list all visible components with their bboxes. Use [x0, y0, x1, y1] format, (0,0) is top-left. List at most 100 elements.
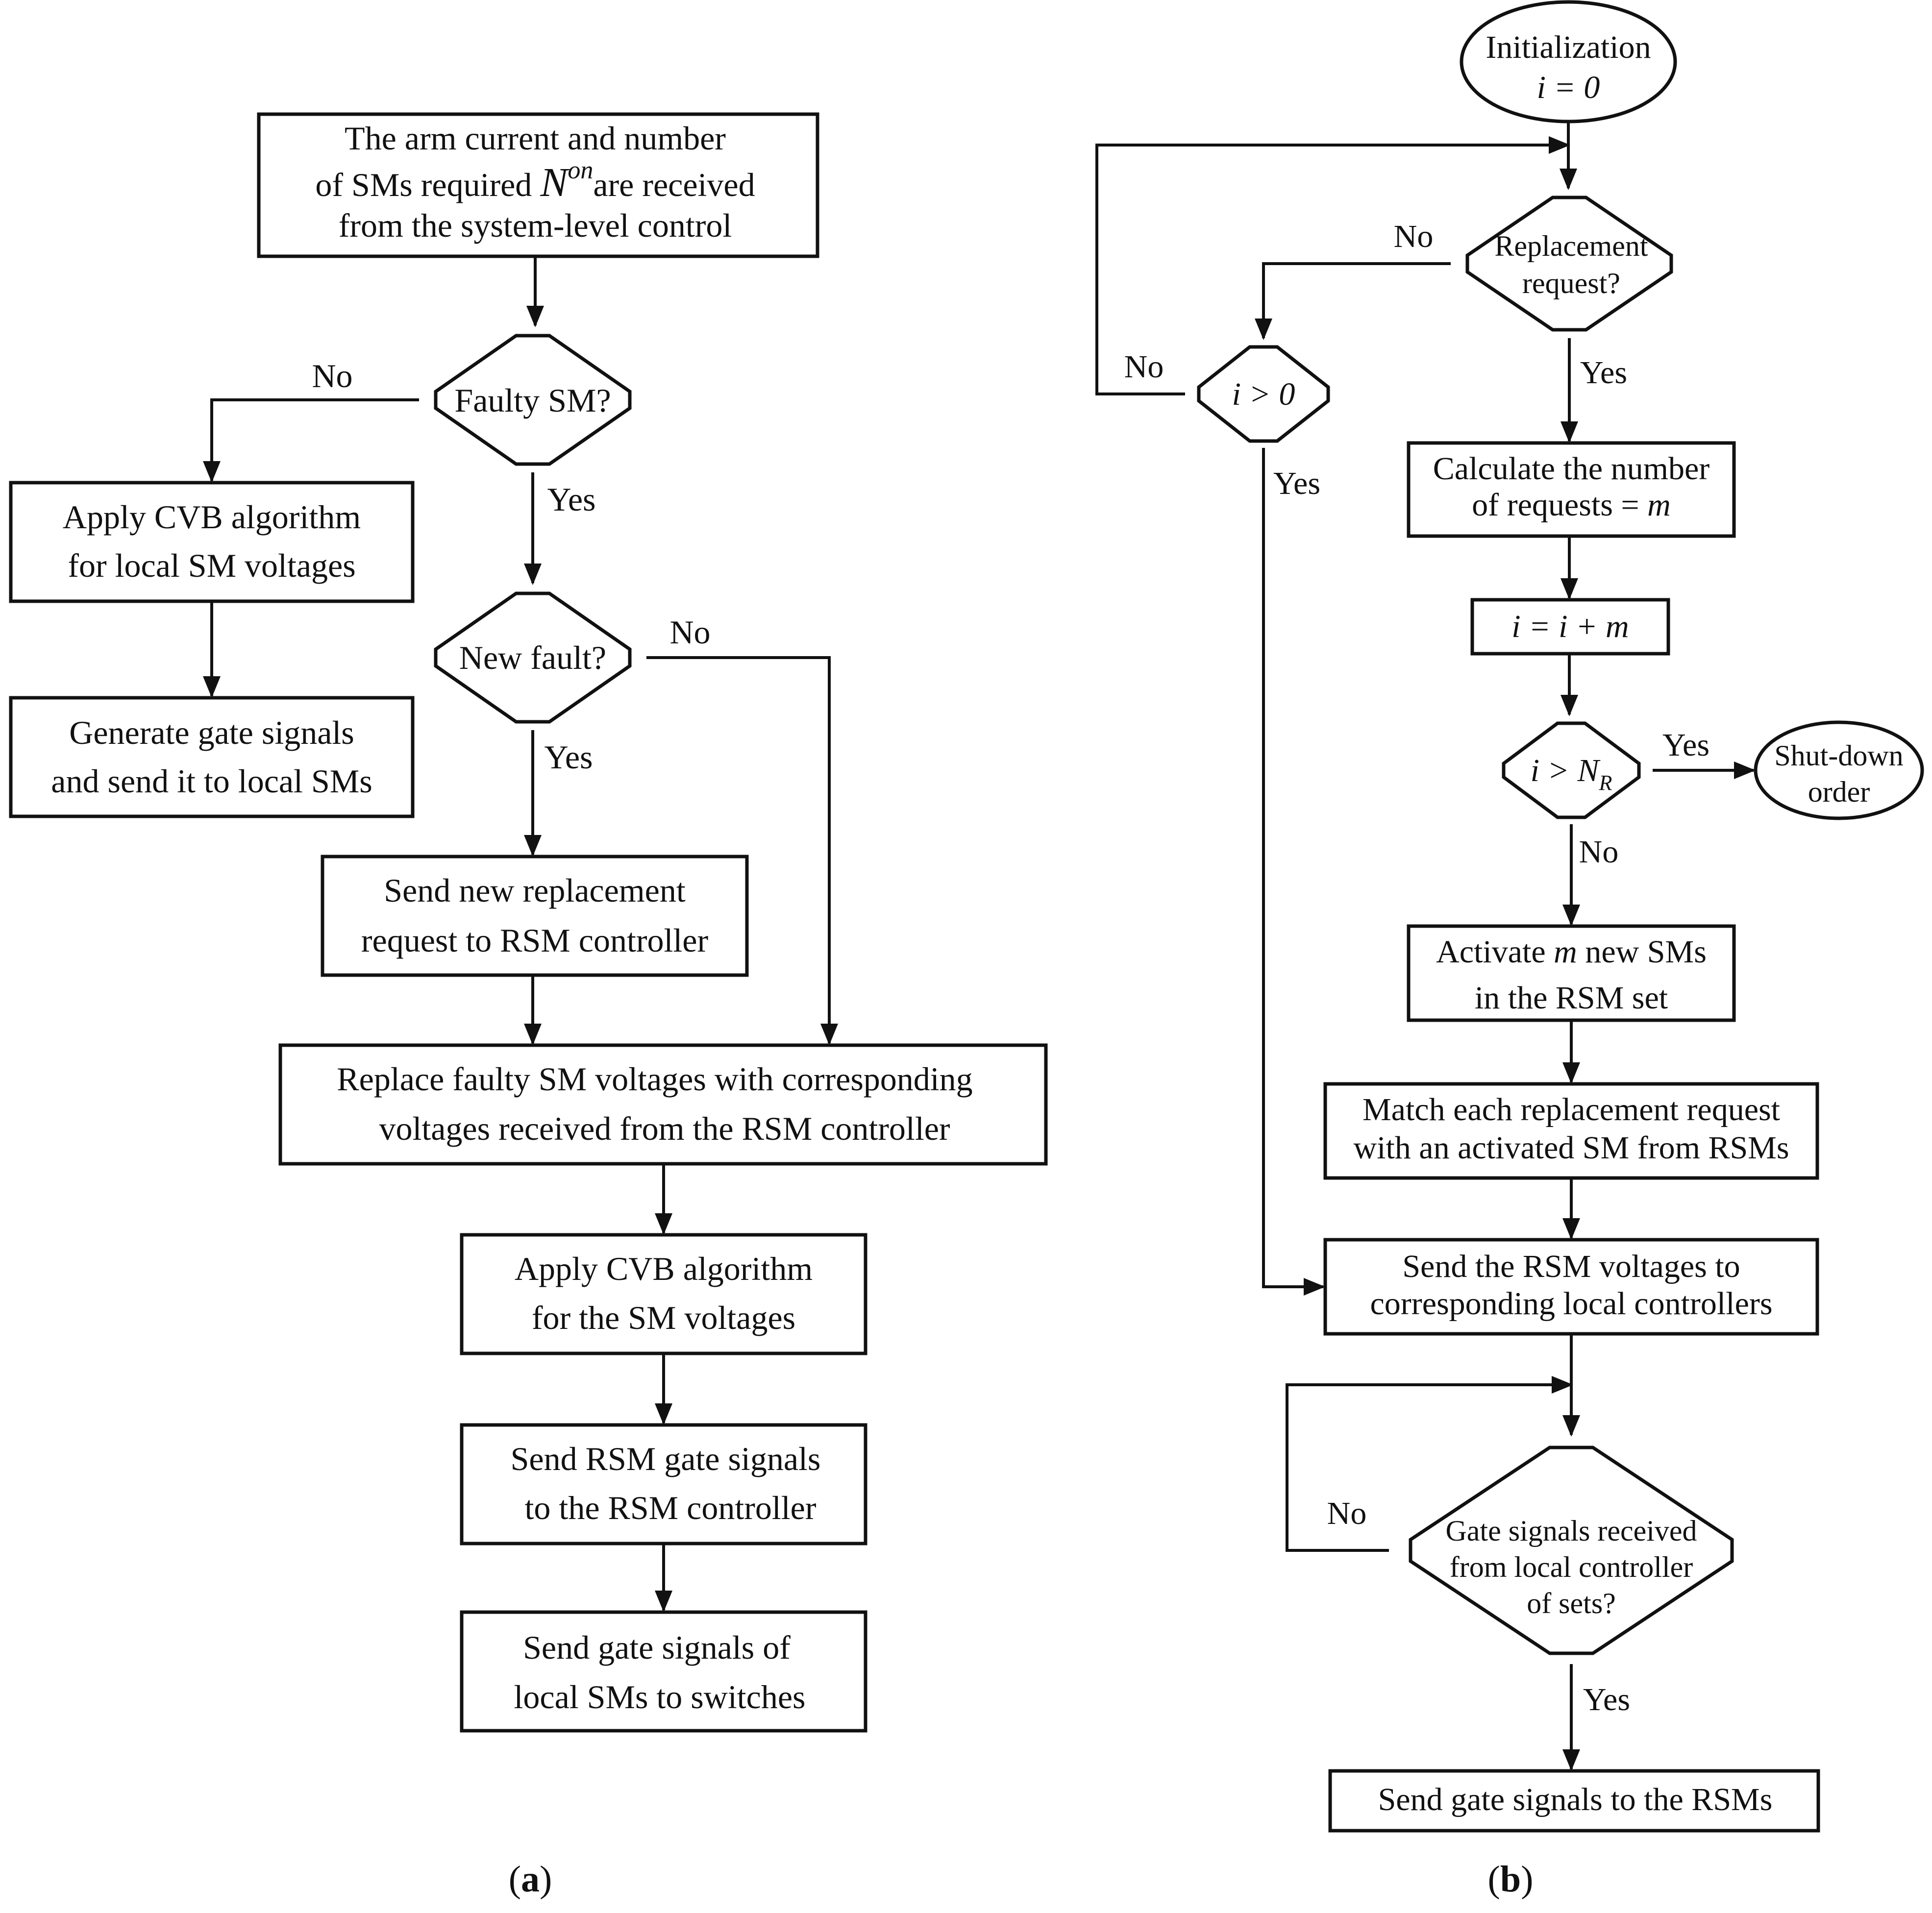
init-line2: i = 0 [1537, 70, 1600, 105]
start-line2-sup: on [568, 156, 593, 184]
gen-gate-line2: and send it to local SMs [51, 762, 372, 800]
calc-requests-line2: of requests = m [1472, 487, 1671, 523]
caption-a-letter: a [521, 1859, 540, 1900]
send-new-req-box [321, 855, 749, 977]
new-fault-decision-node: New fault? [434, 591, 632, 724]
activate-box [1407, 924, 1736, 1022]
label-repl-no: No [1394, 219, 1434, 254]
cvb-sm-line1: Apply CVB algorithm [515, 1250, 813, 1287]
gen-gate-line1: Generate gate signals [69, 714, 354, 751]
send-local-gate-node: Send gate signals of local SMs to switche… [460, 1610, 867, 1733]
arrow-faulty-no-to-cvb [203, 398, 419, 483]
start-line2-var: N [540, 160, 570, 205]
send-rsm-gate-line1: Send RSM gate signals [511, 1440, 821, 1477]
label-gate-yes: Yes [1583, 1682, 1630, 1717]
caption-b-letter: b [1500, 1859, 1521, 1900]
send-rsm-gate-line2: to the RSM controller [525, 1489, 817, 1526]
new-fault-text: New fault? [459, 639, 606, 676]
caption-a: (a) [509, 1859, 552, 1900]
faulty-sm-text: Faulty SM? [454, 382, 611, 419]
calc-requests-var: m [1647, 487, 1671, 523]
i-gt-nr-pre: i > N [1531, 753, 1601, 788]
gen-gate-node: Generate gate signals and send it to loca… [9, 696, 415, 818]
shutdown-ellipse [1754, 720, 1924, 820]
activate-var: m [1554, 934, 1577, 970]
repl-req-diamond [1465, 196, 1673, 332]
send-rsm-volt-line1: Send the RSM voltages to [1402, 1249, 1740, 1284]
arrow-gate-no-loop [1286, 1376, 1573, 1552]
caption-a-open: ( [509, 1859, 521, 1900]
label-repl-yes: Yes [1580, 355, 1627, 391]
send-local-gate-line1: Send gate signals of [523, 1629, 791, 1666]
start-line2-pre: of SMs required [315, 166, 540, 203]
shutdown-line2: order [1808, 776, 1870, 808]
send-new-req-line2: request to RSM controller [361, 922, 709, 959]
start-box [257, 112, 819, 258]
activate-line2: in the RSM set [1475, 980, 1668, 1016]
replace-faulty-node: Replace faulty SM voltages with correspo… [278, 1043, 1048, 1166]
start-line3: from the system-level control [339, 207, 732, 244]
match-line1: Match each replacement request [1362, 1092, 1780, 1128]
send-rsm-gates-box [1328, 1769, 1820, 1833]
start-line2: of SMs required Nonare received [315, 156, 755, 205]
replace-faulty-box [278, 1043, 1048, 1166]
i-update-box [1470, 598, 1670, 656]
send-new-req-line1: Send new replacement [384, 872, 686, 909]
activate-line1-pre: Activate [1436, 934, 1554, 970]
send-rsm-gate-node: Send RSM gate signals to the RSM controll… [460, 1423, 867, 1545]
arrow-repl-no-to-igt0 [1255, 262, 1451, 340]
gen-gate-box [9, 696, 415, 818]
i-gt-0-diamond [1197, 345, 1330, 443]
label-igt0-no: No [1124, 349, 1164, 385]
label-newfault-yes: Yes [545, 738, 593, 776]
send-rsm-gate-box [460, 1423, 867, 1545]
label-faulty-no: No [312, 357, 352, 394]
faulty-sm-decision-node: Faulty SM? [434, 334, 632, 466]
send-rsm-volt-line2: corresponding local controllers [1370, 1286, 1772, 1322]
caption-b: (b) [1488, 1859, 1534, 1900]
i-gt-nr-sub: R [1599, 771, 1612, 795]
send-rsm-volt-box [1323, 1238, 1819, 1336]
arrow-igt0-yes-to-sendvolt [1262, 448, 1325, 1296]
send-local-gate-box [460, 1610, 867, 1733]
replace-faulty-line1: Replace faulty SM voltages with correspo… [337, 1060, 972, 1098]
i-update-text: i = i + m [1511, 609, 1629, 644]
init-ellipse [1460, 0, 1677, 123]
i-gt-nr-decision-node: i > NR [1502, 721, 1641, 819]
cvb-sm-box [460, 1233, 867, 1355]
caption-b-close: ) [1521, 1859, 1533, 1900]
send-rsm-gates-node: Send gate signals to the RSMs [1328, 1769, 1820, 1833]
activate-line1: Activate m new SMs [1436, 934, 1707, 970]
calc-requests-line1: Calculate the number [1433, 451, 1709, 487]
caption-a-close: ) [540, 1859, 552, 1900]
start-line2-post: are received [593, 166, 755, 203]
gate-received-line2: from local controller [1450, 1551, 1693, 1583]
send-local-gate-line2: local SMs to switches [514, 1678, 806, 1716]
cvb-local-line2: for local SM voltages [68, 547, 355, 584]
activate-line1-post: new SMs [1577, 934, 1707, 970]
start-line1: The arm current and number [345, 120, 726, 157]
label-faulty-yes: Yes [547, 481, 596, 518]
shutdown-line1: Shut-down [1774, 739, 1903, 772]
i-update-node: i = i + m [1470, 598, 1670, 656]
label-nr-no: No [1579, 834, 1619, 870]
label-gate-no: No [1327, 1496, 1367, 1531]
cvb-local-box [9, 481, 415, 603]
panel-b-connectors [1095, 122, 1756, 1771]
i-gt-nr-diamond [1502, 721, 1641, 819]
label-nr-yes: Yes [1662, 727, 1709, 763]
new-fault-diamond [434, 591, 632, 724]
